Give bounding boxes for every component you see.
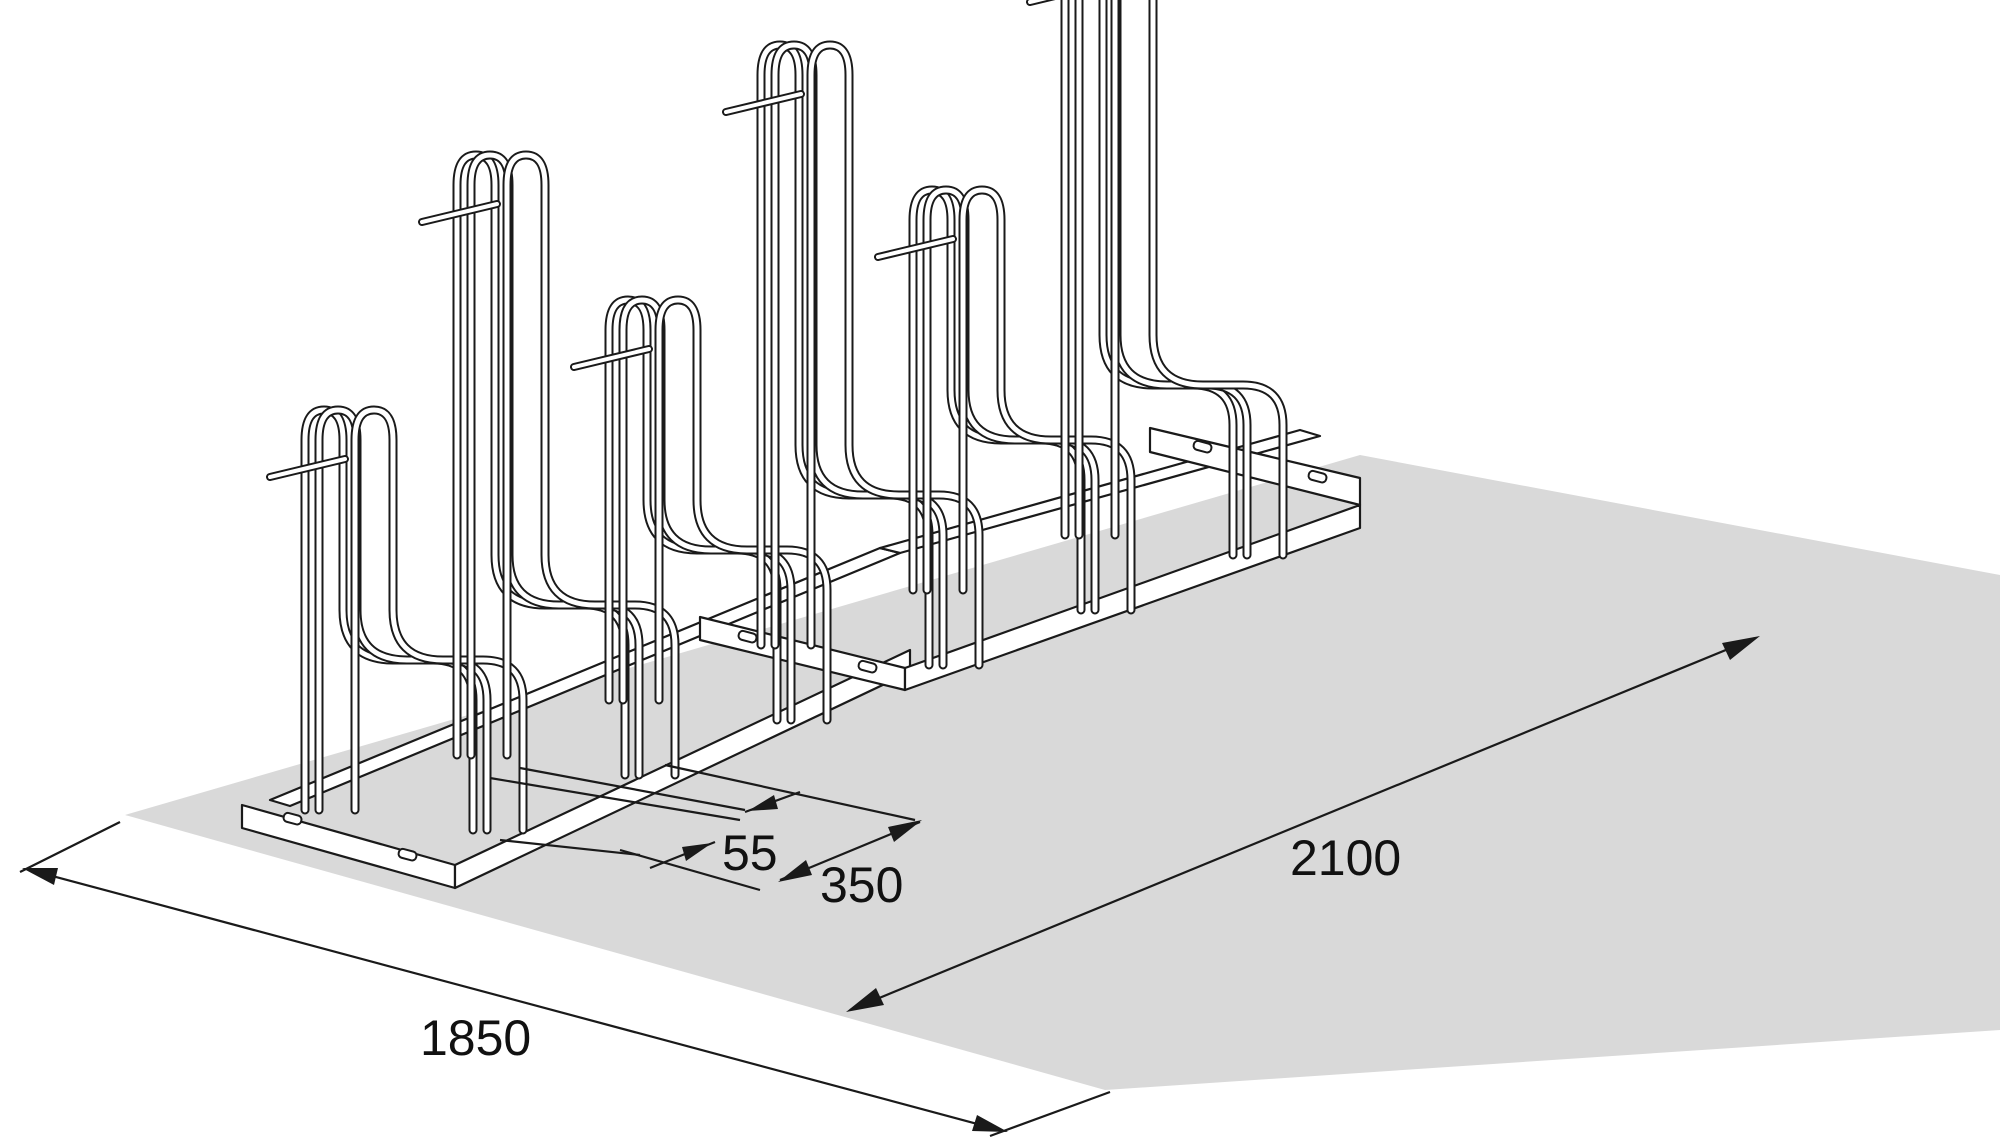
dim-55-label: 55	[722, 825, 778, 881]
dim-350-arrow-b	[778, 860, 812, 882]
base-slot-2	[737, 629, 758, 644]
dim-2100-label: 2100	[1290, 830, 1401, 886]
dim-1850-arrow-left	[22, 868, 58, 885]
base-slot-5	[1307, 469, 1328, 484]
hoop-crossbar-2	[420, 202, 499, 224]
dim-1850-arrow-right	[972, 1115, 1008, 1132]
dim-1850-label: 1850	[420, 1010, 531, 1066]
dim-1850-ext-right	[989, 1090, 1111, 1138]
dimension-lines	[19, 636, 1760, 1138]
dim-350-arrow	[888, 820, 922, 842]
floor-area	[125, 455, 2000, 1090]
hoop-crossbar-4	[724, 92, 803, 114]
base-slot-1	[397, 847, 418, 862]
hoop-crossbar-3	[572, 347, 651, 369]
dim-2100-arrow-left	[846, 988, 884, 1012]
bike-hoop-6	[1026, 0, 1288, 560]
dim-55-arrow-a	[748, 795, 778, 811]
dim-ext-2	[519, 766, 746, 812]
dim-55-arrow-b	[682, 843, 712, 861]
hoop-tube-6-2	[1112, 0, 1286, 558]
dim-ext-3	[664, 763, 916, 822]
bike-hoop-2	[418, 150, 680, 780]
dim-ext-5	[619, 848, 761, 892]
bike-hoop-5	[874, 185, 1136, 615]
dim-1850-ext-left	[19, 821, 121, 873]
hoop-crossbar-1	[268, 457, 347, 479]
base-slot-0	[282, 811, 303, 826]
hoop-crossbar-5	[876, 237, 955, 259]
dim-350-label: 350	[820, 857, 903, 913]
dim-2100-arrow-right	[1722, 636, 1760, 660]
dim-ext-1	[489, 776, 741, 822]
dim-1850-line	[29, 868, 1001, 1132]
bike-hoops	[266, 0, 1288, 835]
dim-ext-4	[499, 838, 641, 857]
base-slot-4	[1192, 439, 1213, 454]
base-slot-3	[857, 659, 878, 674]
dim-2100-line	[849, 636, 1756, 1012]
